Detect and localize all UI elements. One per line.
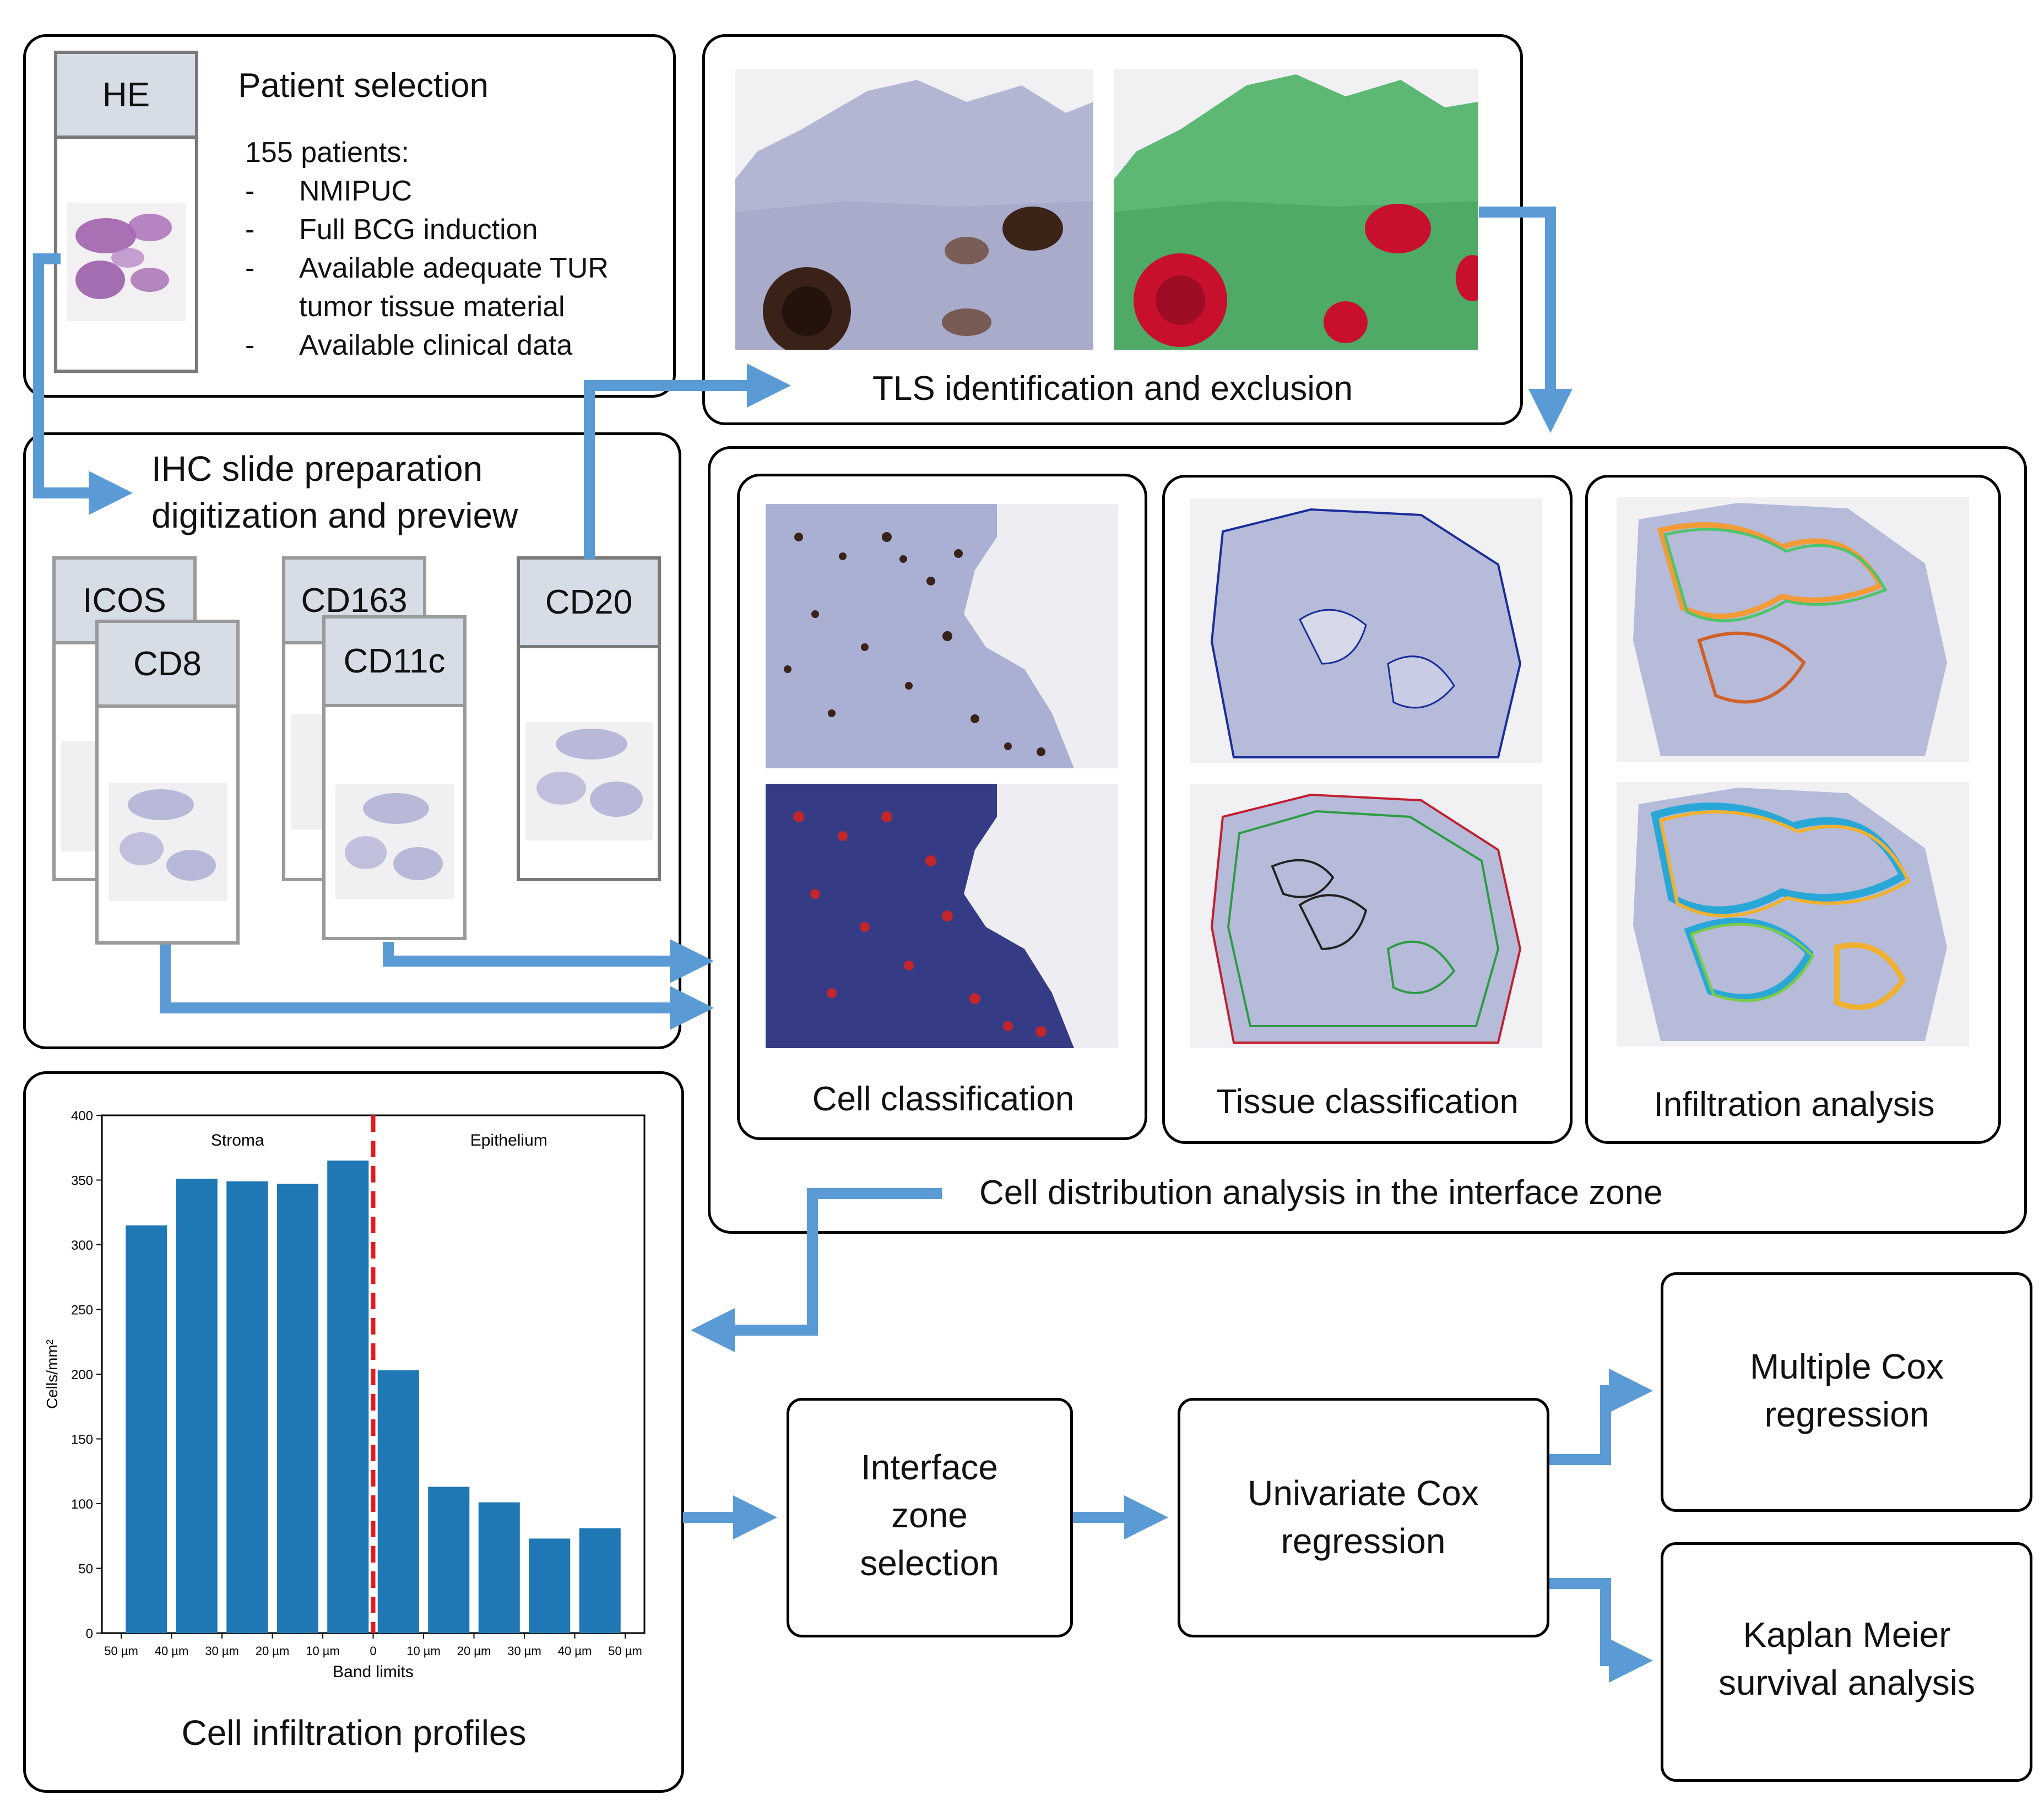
cd20-thumbnail (525, 722, 653, 840)
bar-8 (529, 1538, 571, 1633)
cd8-slide-card: CD8 (95, 620, 240, 945)
x-tick-label: 50 µm (104, 1644, 138, 1658)
bar-3 (276, 1184, 318, 1633)
x-tick-label: 50 µm (608, 1644, 642, 1658)
tissue-classification-zones-image (1190, 784, 1542, 1048)
x-tick-label: 30 µm (507, 1644, 541, 1658)
x-tick-label: 30 µm (205, 1644, 239, 1658)
bullet-dash-1: - (245, 175, 255, 207)
y-tick-label: 150 (71, 1433, 93, 1447)
bullet-dash-3: - (245, 252, 255, 284)
cd8-thumbnail (109, 783, 227, 901)
cell-classification-raw-image (766, 504, 1118, 768)
x-axis-label: Band limits (333, 1663, 414, 1681)
he-slide-card: HE (54, 51, 198, 373)
interface-zone-box (787, 1398, 1073, 1637)
bullet-tur: Available adequate TUR (299, 252, 609, 284)
tls-segmented-image (1114, 69, 1478, 350)
region-label-stroma: Stroma (211, 1131, 264, 1149)
infiltration-bands-image (1617, 497, 1969, 762)
multiple-cox-line1: Multiple Cox (1749, 1347, 1944, 1386)
cd20-card-label: CD20 (520, 560, 658, 648)
ihc-title-line2: digitization and preview (151, 496, 518, 535)
bullet-dash-2: - (245, 214, 255, 246)
profiles-caption: Cell infiltration profiles (181, 1713, 527, 1753)
bullet-tur-cont: tumor tissue material (299, 291, 565, 323)
x-tick-label: 20 µm (457, 1644, 491, 1658)
interface-zone-line2: zone (891, 1495, 968, 1535)
univariate-line2: regression (1281, 1521, 1446, 1561)
he-card-label: HE (57, 54, 195, 139)
bar-1 (176, 1179, 218, 1633)
arrow-univariate-to-kaplan (1549, 1578, 1653, 1683)
patient-selection-title: Patient selection (238, 67, 489, 105)
bullet-nmipuc: NMIPUC (299, 175, 413, 207)
bar-0 (126, 1225, 167, 1633)
kaplan-line1: Kaplan Meier (1743, 1615, 1951, 1655)
infiltration-bar-chart: Stroma Epithelium 0 50 100 150 200 250 300 350 400… (44, 1109, 646, 1681)
y-tick-label: 100 (71, 1497, 93, 1512)
bar-6 (428, 1487, 470, 1633)
kaplan-line2: survival analysis (1718, 1663, 1975, 1702)
region-label-epithelium: Epithelium (470, 1131, 547, 1149)
cell-classification-labelled-image (766, 784, 1118, 1048)
bullet-bcg: Full BCG induction (299, 214, 538, 246)
tissue-classification-caption: Tissue classification (1216, 1083, 1519, 1121)
y-tick-label: 400 (71, 1109, 93, 1124)
infiltration-profile-image (1617, 782, 1969, 1046)
patient-count: 155 patients: (245, 137, 409, 169)
cd11c-slide-card: CD11c (322, 615, 467, 940)
x-tick-label: 20 µm (256, 1644, 290, 1658)
tls-stained-image (735, 69, 1093, 350)
arrow-univariate-to-multiple (1549, 1369, 1653, 1465)
x-tick-label: 40 µm (155, 1644, 189, 1658)
bullet-dash-4: - (245, 329, 255, 361)
x-tick-label: 0 (370, 1644, 376, 1658)
y-tick-label: 200 (71, 1368, 93, 1382)
bullet-clinical: Available clinical data (299, 329, 573, 361)
bar-4 (327, 1160, 369, 1633)
y-axis-label: Cells/mm² (44, 1339, 61, 1409)
univariate-line1: Univariate Cox (1248, 1473, 1479, 1513)
interface-zone-line1: Interface (860, 1447, 999, 1487)
bar-5 (377, 1370, 419, 1633)
y-tick-label: 0 (86, 1626, 93, 1641)
cell-classification-caption: Cell classification (812, 1080, 1075, 1118)
cd8-card-label: CD8 (99, 623, 236, 708)
tls-caption: TLS identification and exclusion (872, 370, 1353, 408)
x-tick-label: 10 µm (406, 1644, 441, 1658)
bar-7 (478, 1502, 520, 1633)
tissue-classification-outline-image (1190, 498, 1542, 763)
ihc-title-line1: IHC slide preparation (151, 449, 483, 489)
multiple-cox-box (1661, 1272, 2032, 1512)
y-tick-label: 250 (71, 1303, 93, 1318)
y-tick-label: 350 (71, 1174, 93, 1189)
cd11c-thumbnail (335, 784, 454, 899)
kaplan-box (1661, 1542, 2032, 1782)
x-tick-label: 40 µm (558, 1644, 592, 1658)
y-tick-label: 50 (78, 1562, 93, 1577)
cd20-slide-card: CD20 (517, 556, 661, 881)
bar-9 (579, 1528, 621, 1633)
cd11c-card-label: CD11c (326, 619, 463, 707)
distribution-caption: Cell distribution analysis in the interf… (979, 1174, 1663, 1212)
x-tick-label: 10 µm (306, 1644, 340, 1658)
infiltration-analysis-caption: Infiltration analysis (1653, 1086, 1935, 1124)
univariate-box (1178, 1398, 1549, 1637)
interface-zone-line3: selection (860, 1543, 999, 1583)
bar-2 (226, 1181, 268, 1633)
he-tissue-thumbnail (67, 203, 186, 321)
y-tick-label: 300 (71, 1238, 93, 1253)
multiple-cox-line2: regression (1764, 1395, 1929, 1434)
